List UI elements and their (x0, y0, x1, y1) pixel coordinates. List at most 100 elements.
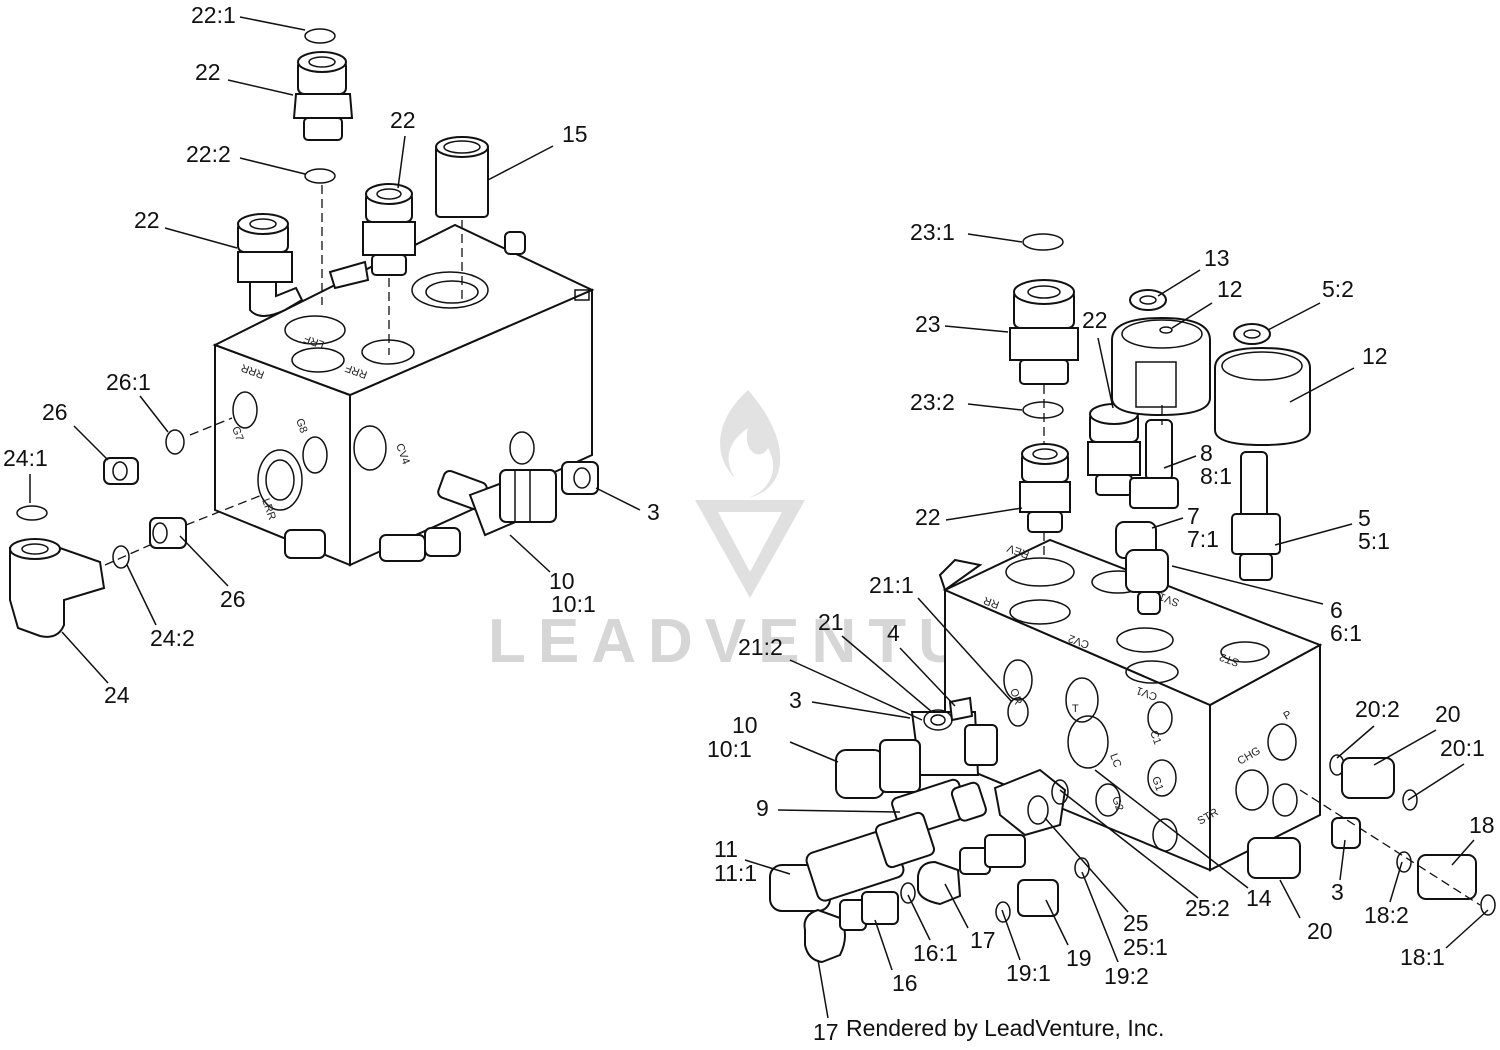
watermark-flame-icon (720, 390, 781, 498)
right-valve-block: REV RR CV2 CV1 OR LC C1 G1 G2 CHG STR P … (938, 538, 1323, 872)
callout-l-6: 6 (1330, 597, 1343, 623)
leader-line (164, 227, 238, 249)
callout-l-22-d: 22 (1082, 307, 1108, 333)
port-mark: G8 (293, 417, 309, 435)
callout-l-7-1: 7:1 (1187, 526, 1219, 552)
callout-l-6-1: 6:1 (1330, 620, 1362, 646)
leader-line (945, 507, 1023, 521)
callout-l-5-2: 5:2 (1322, 276, 1354, 302)
callout-l-18: 18 (1469, 812, 1495, 838)
leader-line (239, 16, 306, 31)
leader-line (967, 233, 1023, 243)
callout-l-22-b: 22 (134, 207, 160, 233)
callout-l-19: 19 (1066, 945, 1092, 971)
leader-line (777, 809, 901, 813)
callout-l-14: 14 (1246, 885, 1272, 911)
callout-l-25-2: 25:2 (1185, 895, 1230, 921)
callout-l-12-a: 12 (1217, 276, 1243, 302)
callout-l-4: 4 (887, 620, 900, 646)
leader-line (126, 564, 157, 626)
left-valve-block: RRR LRF RRF G7 G8 LRR CV4 (212, 223, 595, 567)
callout-l-10-1-b: 10:1 (707, 736, 752, 762)
leader-line (179, 535, 229, 587)
callout-l-22-e: 22 (915, 504, 941, 530)
callout-l-11: 11 (714, 836, 738, 862)
callout-l-12-b: 12 (1362, 343, 1388, 369)
leader-line (1274, 523, 1353, 546)
port-mark: G7 (229, 425, 245, 443)
callout-l-10-1-a: 10:1 (551, 591, 596, 617)
leader-line (487, 145, 554, 181)
left-fittings (9, 28, 599, 638)
callout-l-15: 15 (562, 121, 588, 147)
callout-l-24-1: 24:1 (3, 445, 48, 471)
render-credit: Rendered by LeadVenture, Inc. (846, 1015, 1164, 1041)
watermark-v-icon (695, 500, 805, 598)
callout-l-16-1: 16:1 (913, 940, 958, 966)
leader-line (509, 534, 551, 573)
leader-line (1044, 817, 1129, 913)
port-mark: G2 (1109, 795, 1125, 813)
leader-line (1339, 839, 1346, 881)
callout-l-20-a: 20 (1435, 701, 1461, 727)
callout-l-23: 23 (915, 311, 941, 337)
port-mark: RR (982, 594, 1001, 611)
callout-l-17-a: 17 (970, 927, 996, 953)
leader-line (1279, 879, 1301, 919)
callout-l-5-1: 5:1 (1358, 528, 1390, 554)
callout-l-20-b: 20 (1307, 918, 1333, 944)
callout-l-23-2: 23:2 (910, 389, 955, 415)
callout-l-10-a: 10 (549, 568, 575, 594)
callout-l-26-a: 26 (42, 399, 68, 425)
leader-line (1171, 565, 1324, 605)
leader-line (789, 741, 839, 763)
callout-l-25: 25 (1123, 910, 1149, 936)
callout-l-19-2: 19:2 (1104, 963, 1149, 989)
leader-line (61, 631, 109, 684)
leader-line (139, 395, 169, 433)
leader-line (811, 701, 911, 719)
callout-l-3-c: 3 (1331, 879, 1344, 905)
leader-line (1081, 871, 1119, 963)
callout-l-16: 16 (892, 970, 918, 996)
leader-line (1001, 909, 1021, 961)
callouts: 22:12222:222221526:12624:131010:12624:22… (3, 2, 1495, 1045)
callout-l-13: 13 (1204, 245, 1230, 271)
callout-l-21-2: 21:2 (738, 634, 783, 660)
callout-l-17-b: 17 (813, 1019, 839, 1045)
callout-l-8-1: 8:1 (1200, 463, 1232, 489)
callout-l-22-a: 22 (195, 59, 221, 85)
callout-l-25-1: 25:1 (1123, 934, 1168, 960)
leader-line (899, 647, 956, 707)
callout-l-22-c: 22 (390, 107, 416, 133)
callout-l-24: 24 (104, 682, 130, 708)
leader-line (1163, 455, 1197, 469)
callout-l-5: 5 (1358, 505, 1371, 531)
leader-line (789, 659, 923, 721)
leader-line (841, 635, 933, 713)
leader-line (944, 325, 1009, 333)
right-fittings (769, 233, 1496, 964)
leader-line (1407, 763, 1465, 801)
leader-line (1171, 302, 1213, 329)
leader-line (967, 403, 1023, 411)
port-mark: T (1072, 703, 1079, 715)
leader-line (817, 959, 829, 1019)
callout-l-22-2: 22:2 (186, 141, 231, 167)
leader-line (1094, 769, 1249, 889)
leader-line (1151, 517, 1184, 529)
callout-l-20-1: 20:1 (1440, 735, 1485, 761)
port-mark: LC (1107, 752, 1123, 769)
leader-line (1059, 789, 1199, 899)
callout-l-3-b: 3 (789, 687, 802, 713)
port-mark: G1 (1149, 775, 1165, 793)
leader-line (744, 859, 791, 875)
leader-line (1045, 899, 1069, 946)
leader-line (1157, 269, 1201, 297)
leader-line (73, 425, 109, 461)
callout-l-21: 21 (818, 609, 844, 635)
leader-line (397, 135, 406, 189)
leader-line (595, 487, 641, 511)
leader-line (1097, 337, 1114, 409)
leader-line (227, 79, 294, 96)
